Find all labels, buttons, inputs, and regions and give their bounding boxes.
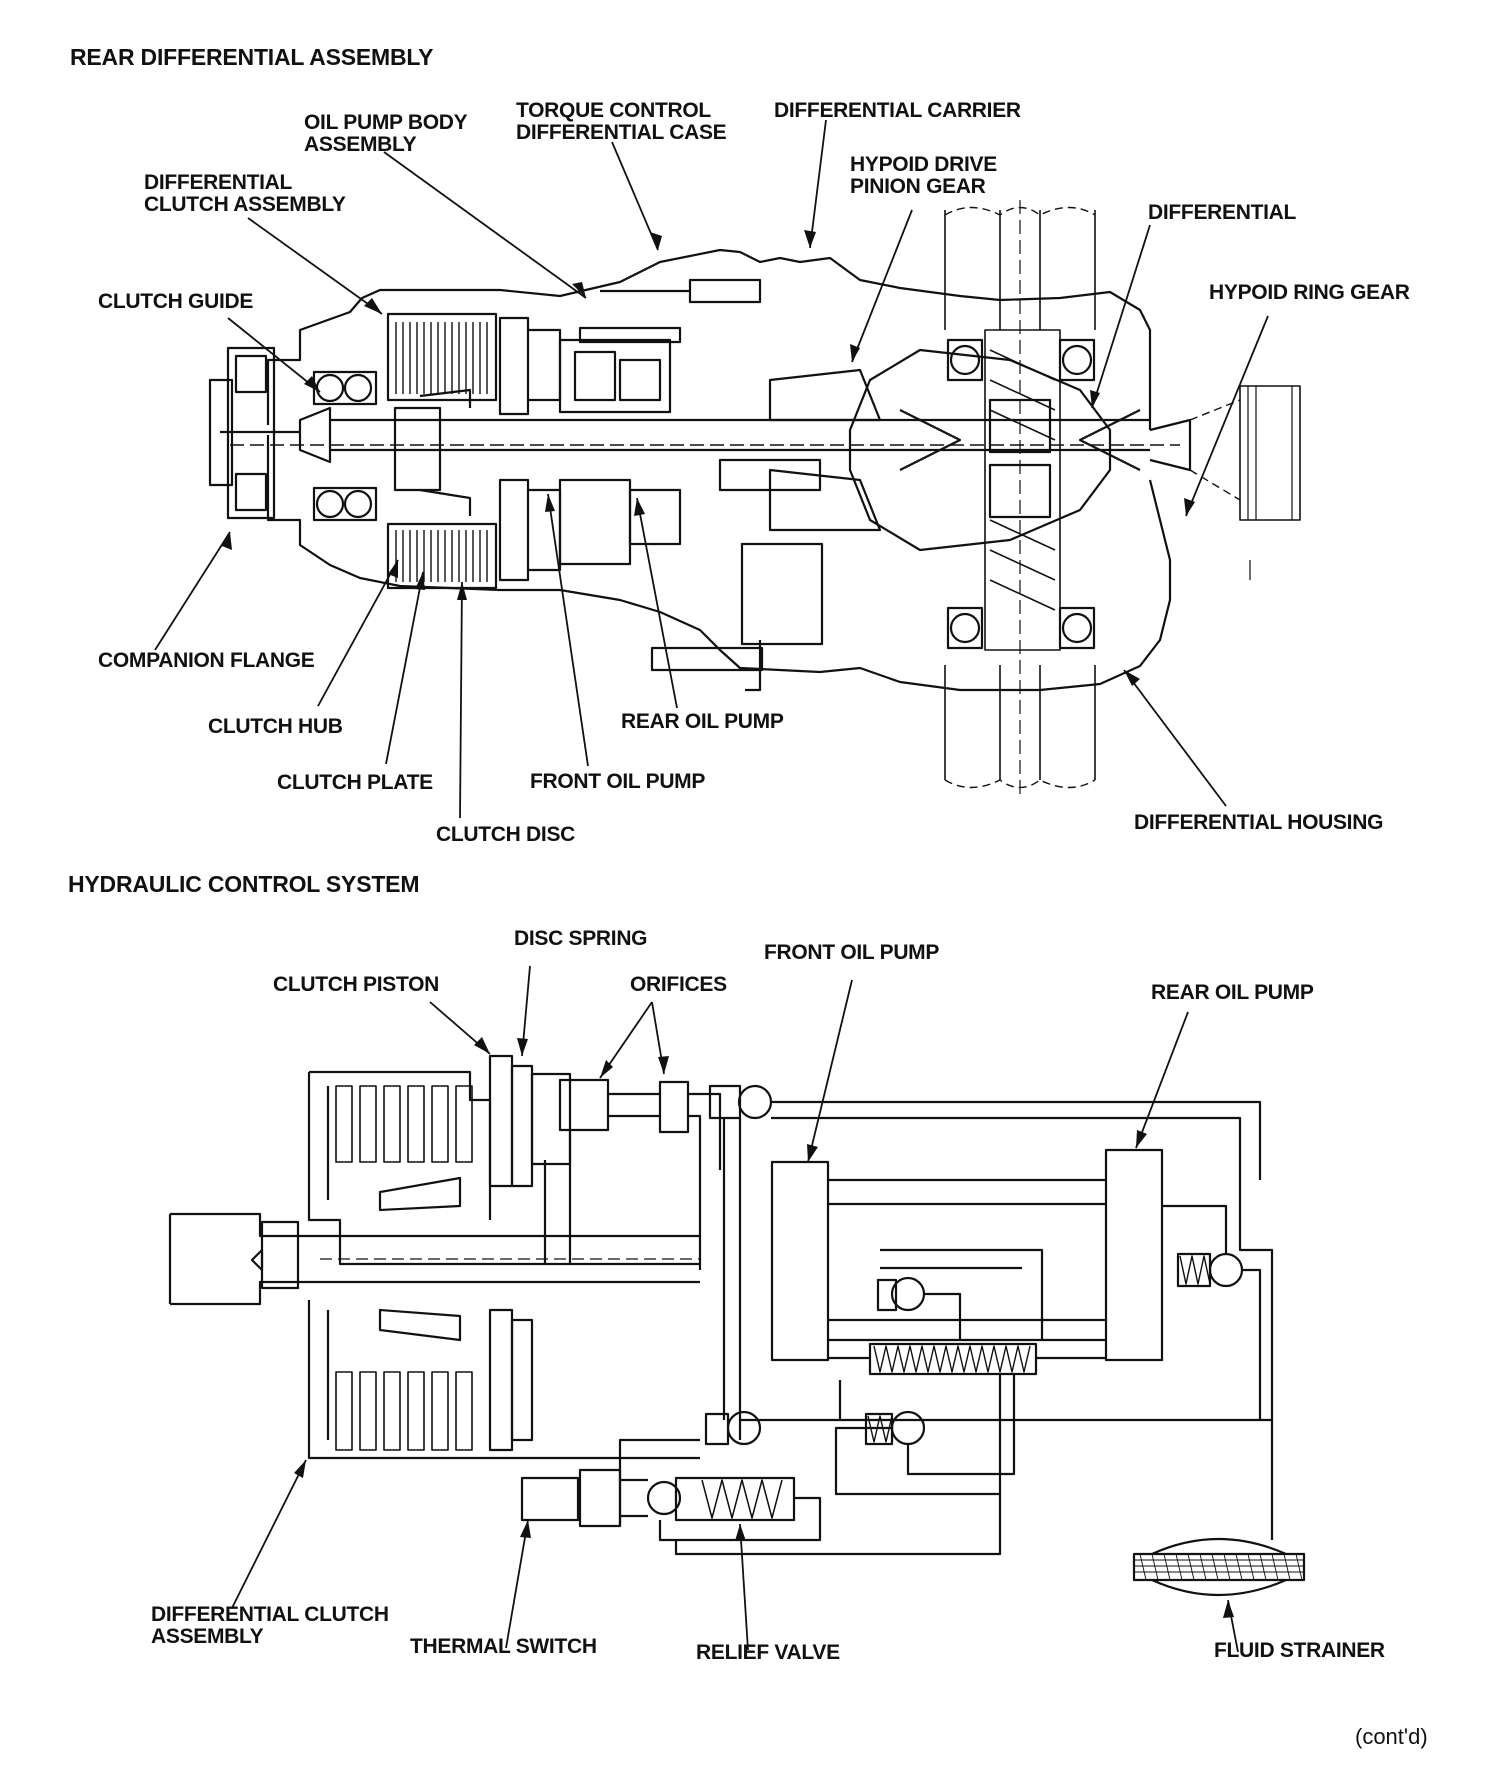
label-differential: DIFFERENTIAL: [1148, 201, 1297, 224]
label-clutch-disc: CLUTCH DISC: [436, 823, 576, 846]
label-companion-flange: COMPANION FLANGE: [98, 649, 315, 672]
hydraulic-arrowheads: [294, 1037, 1234, 1618]
label-rear-oil-pump: REAR OIL PUMP: [621, 710, 784, 733]
label-disc-spring: DISC SPRING: [514, 927, 648, 950]
hydraulic-circuit: [168, 1054, 1306, 1597]
label-thermal-switch: THERMAL SWITCH: [410, 1635, 597, 1658]
label-hypoid-ring-gear: HYPOID RING GEAR: [1209, 281, 1410, 304]
rear-arrowheads: [222, 230, 1195, 686]
label-fluid-strainer: FLUID STRAINER: [1214, 1639, 1385, 1662]
hydraulic-control-title: HYDRAULIC CONTROL SYSTEM: [68, 871, 420, 897]
rear-differential-title: REAR DIFFERENTIAL ASSEMBLY: [70, 44, 434, 70]
label-differential-housing: DIFFERENTIAL HOUSING: [1134, 811, 1384, 834]
label-hyd-differential-clutch: DIFFERENTIAL CLUTCH ASSEMBLY: [151, 1603, 389, 1648]
label-clutch-hub: CLUTCH HUB: [208, 715, 343, 738]
label-oil-pump-body: OIL PUMP BODY ASSEMBLY: [304, 111, 468, 156]
label-hyd-rear-oil-pump: REAR OIL PUMP: [1151, 981, 1314, 1004]
label-hyd-front-oil-pump: FRONT OIL PUMP: [764, 941, 940, 964]
label-differential-clutch: DIFFERENTIAL CLUTCH ASSEMBLY: [144, 171, 346, 216]
label-torque-control-case: TORQUE CONTROL DIFFERENTIAL CASE: [516, 99, 727, 144]
rear-assembly-outline: [208, 200, 1301, 800]
label-clutch-piston: CLUTCH PISTON: [273, 973, 440, 996]
label-differential-carrier: DIFFERENTIAL CARRIER: [774, 99, 1021, 122]
label-front-oil-pump: FRONT OIL PUMP: [530, 770, 706, 793]
label-hypoid-drive-pinion: HYPOID DRIVE PINION GEAR: [850, 153, 997, 198]
hydraulic-leader-lines: [231, 965, 1239, 1653]
label-clutch-guide: CLUTCH GUIDE: [98, 290, 254, 313]
continued-note: (cont'd): [1355, 1724, 1428, 1749]
label-orifices: ORIFICES: [630, 973, 727, 996]
rear-leader-lines: [154, 119, 1269, 819]
label-relief-valve: RELIEF VALVE: [696, 1641, 840, 1664]
label-clutch-plate: CLUTCH PLATE: [277, 771, 433, 794]
